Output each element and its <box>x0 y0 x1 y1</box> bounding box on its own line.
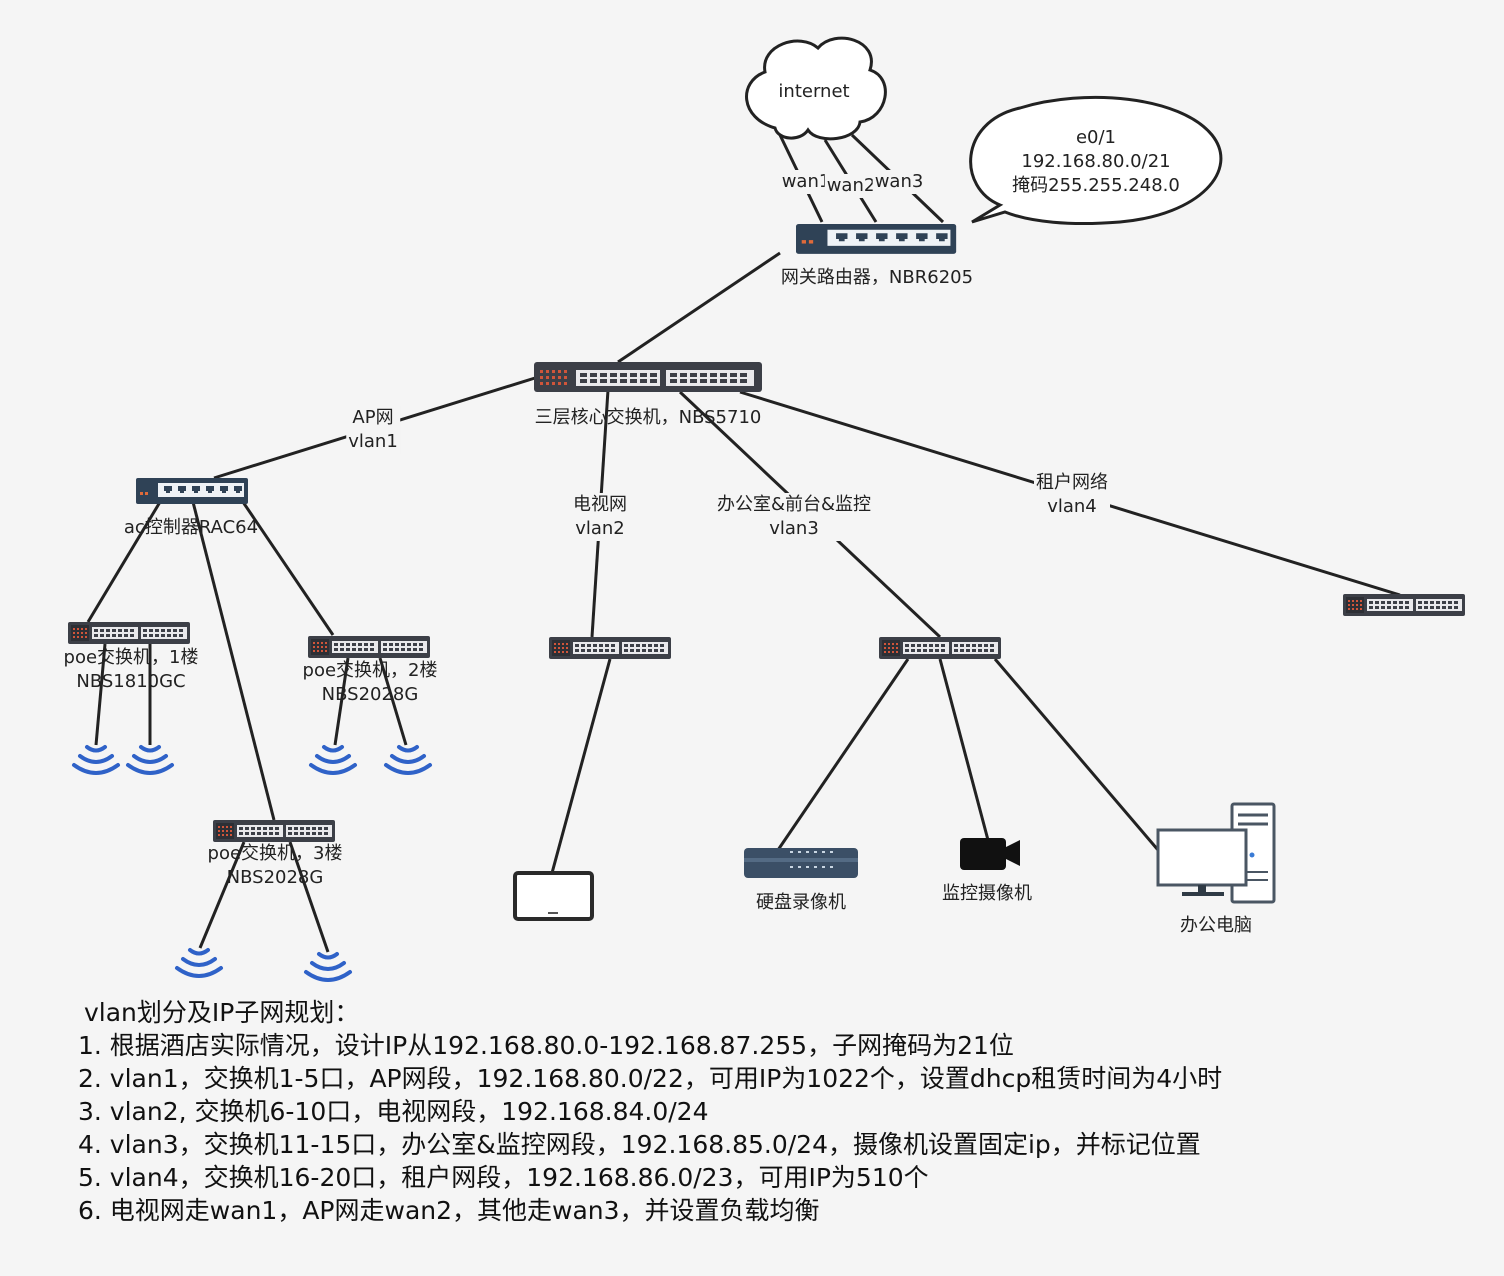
device-model: NBS2028G <box>226 867 324 888</box>
notes-item: 2. vlan1，交换机1-5口，AP网段，192.168.80.0/22，可用… <box>78 1064 1223 1093</box>
callout-line: e0/1 <box>1075 127 1117 148</box>
link-name: AP网 <box>352 407 394 428</box>
nvr-label: 硬盘录像机 <box>756 892 846 913</box>
notes-item: 5. vlan4，交换机16-20口，租户网段，192.168.86.0/23，… <box>78 1163 929 1192</box>
notes-item: 1. 根据酒店实际情况，设计IP从192.168.80.0-192.168.87… <box>78 1031 1014 1060</box>
device-name: poe交换机，2楼 <box>302 660 438 681</box>
wan1-label: wan1 <box>779 170 833 194</box>
poe-switch-2-label: poe交换机，2楼 NBS2028G <box>303 659 438 707</box>
ac-controller-label: ac控制器RAC64 <box>123 517 259 538</box>
link-vlan: vlan3 <box>769 518 819 539</box>
pc-label: 办公电脑 <box>1180 915 1252 936</box>
device-name: poe交换机，1楼 <box>63 647 199 668</box>
link-name: 办公室&前台&监控 <box>716 494 872 515</box>
tv-link-label: 电视网 vlan2 <box>571 493 629 541</box>
poe-switch-3-label: poe交换机，3楼 NBS2028G <box>208 842 343 890</box>
wifi-ap-icon <box>384 745 432 775</box>
callout-bubble-icon <box>969 95 1223 226</box>
callout-line: 192.168.80.0/21 <box>1021 151 1171 172</box>
notes-item: 4. vlan3，交换机11-15口，办公室&监控网段，192.168.85.0… <box>78 1130 1201 1159</box>
device-name: poe交换机，3楼 <box>207 843 343 864</box>
notes-title: vlan划分及IP子网规划： <box>84 998 360 1027</box>
poe-switch-2-icon <box>308 636 430 658</box>
ap-link-label: AP网 vlan1 <box>346 406 400 454</box>
notes-item: 6. 电视网走wan1，AP网走wan2，其他走wan3，并设置负载均衡 <box>78 1196 820 1225</box>
router-label: 网关路由器，NBR6205 <box>780 267 974 288</box>
core-switch-label: 三层核心交换机，NBS5710 <box>534 407 762 428</box>
nvr-icon <box>744 848 858 878</box>
wifi-ap-icon <box>175 948 223 978</box>
device-model: NBS2028G <box>321 684 419 705</box>
wifi-ap-icon <box>126 745 174 775</box>
office-link-label: 办公室&前台&监控 vlan3 <box>714 493 874 541</box>
link-name: 电视网 <box>573 494 627 515</box>
internet-label: internet <box>778 81 850 102</box>
link-name: 租户网络 <box>1036 472 1108 493</box>
camera-icon <box>960 838 1020 870</box>
callout-text: e0/1 192.168.80.0/21 掩码255.255.248.0 <box>1012 126 1180 198</box>
camera-label: 监控摄像机 <box>942 883 1032 904</box>
wan2-label: wan2 <box>824 174 878 198</box>
gateway-router-icon <box>796 223 957 254</box>
poe-switch-3-icon <box>213 820 335 842</box>
wifi-ap-icon <box>304 952 352 982</box>
core-switch-icon <box>534 362 762 392</box>
tenant-switch-icon <box>1343 594 1465 616</box>
internet-cloud-icon <box>745 36 887 141</box>
link-vlan: vlan1 <box>348 431 398 452</box>
ac-controller-icon <box>136 478 248 504</box>
tv-switch-icon <box>549 637 671 659</box>
link-vlan: vlan2 <box>575 518 625 539</box>
poe-switch-1-icon <box>68 622 190 644</box>
poe-switch-1-label: poe交换机，1楼 NBS1810GC <box>64 646 199 694</box>
desktop-pc-icon <box>1156 802 1276 904</box>
wifi-ap-icon <box>309 745 357 775</box>
tenant-link-label: 租户网络 vlan4 <box>1034 471 1110 519</box>
wan3-label: wan3 <box>872 170 926 194</box>
wifi-ap-icon <box>72 745 120 775</box>
office-switch-icon <box>879 637 1001 659</box>
link-vlan: vlan4 <box>1047 496 1097 517</box>
callout-line: 掩码255.255.248.0 <box>1012 175 1180 196</box>
tv-icon <box>513 871 594 921</box>
device-model: NBS1810GC <box>76 671 186 692</box>
notes-item: 3. vlan2, 交换机6-10口，电视网段，192.168.84.0/24 <box>78 1097 709 1126</box>
vlan-plan-notes: vlan划分及IP子网规划： 1. 根据酒店实际情况，设计IP从192.168.… <box>78 996 1222 1227</box>
